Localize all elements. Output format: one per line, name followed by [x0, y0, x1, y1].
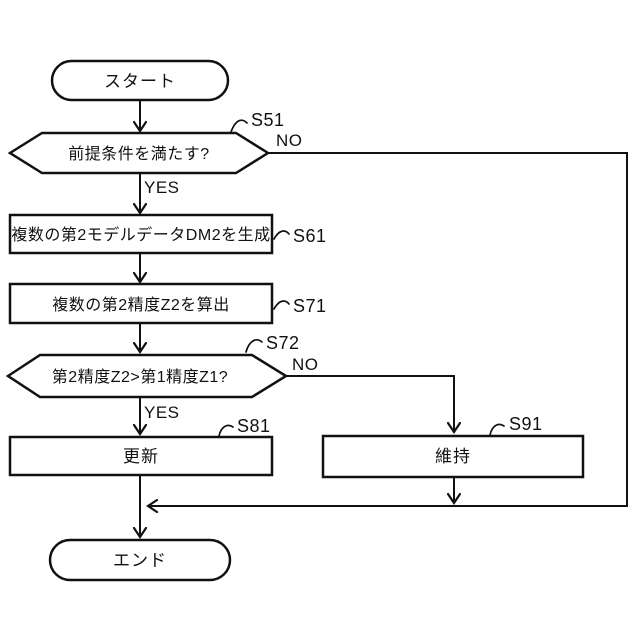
precondition-ref: S51 [251, 110, 285, 130]
precondition-decision-shape [7, 131, 271, 175]
update-label: 更新 [123, 447, 159, 466]
node-keep-process: 維持 S91 [321, 414, 585, 479]
calculate-ref-leader [273, 300, 290, 310]
update-ref-leader [218, 424, 234, 437]
connectors [140, 100, 628, 537]
generate-ref: S61 [293, 226, 327, 246]
precondition-yes-label: YES [144, 178, 180, 197]
node-calculate-process: 複数の第2精度Z2を算出 S71 [8, 282, 327, 325]
node-update-process: 更新 S81 [8, 416, 274, 477]
node-end: エンド [48, 538, 232, 582]
update-process-shape [8, 435, 274, 477]
node-generate-process: 複数の第2モデルデータDM2を生成 S61 [8, 213, 327, 255]
compare-no-label: NO [292, 355, 319, 374]
compare-label: 第2精度Z2>第1精度Z1? [52, 368, 228, 386]
keep-ref-leader [489, 423, 505, 436]
precondition-label: 前提条件を満たす? [68, 145, 209, 163]
node-start: スタート [50, 59, 230, 102]
end-terminal-shape [48, 538, 232, 582]
node-precondition-decision: 前提条件を満たす? S51 NO YES [7, 110, 303, 197]
generate-process-shape [8, 213, 274, 255]
keep-ref: S91 [509, 414, 543, 434]
precondition-no-label: NO [276, 131, 303, 150]
keep-label: 維持 [435, 447, 471, 466]
calculate-ref: S71 [293, 296, 327, 316]
compare-decision-shape [5, 353, 289, 399]
end-label: エンド [113, 551, 167, 570]
update-ref: S81 [237, 416, 271, 436]
route-precondition-no [148, 152, 628, 506]
compare-ref: S72 [266, 333, 300, 353]
precondition-ref-leader [230, 119, 248, 133]
route-compare-no [286, 375, 454, 432]
start-label: スタート [104, 72, 176, 91]
generate-ref-leader [273, 230, 290, 240]
calculate-process-shape [8, 282, 274, 325]
compare-yes-label: YES [144, 403, 180, 422]
start-terminal-shape [50, 59, 230, 102]
node-compare-decision: 第2精度Z2>第1精度Z1? S72 NO YES [5, 333, 319, 422]
compare-ref-leader [245, 339, 263, 353]
generate-label: 複数の第2モデルデータDM2を生成 [11, 225, 270, 244]
keep-process-shape [321, 434, 585, 479]
calculate-label: 複数の第2精度Z2を算出 [52, 295, 230, 314]
